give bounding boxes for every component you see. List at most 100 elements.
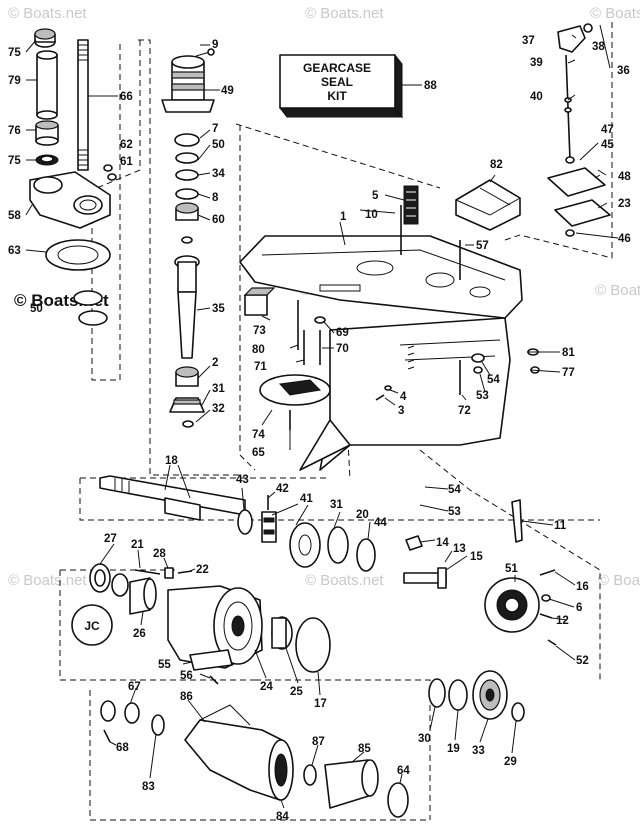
watermark: © Boats.net — [305, 572, 384, 589]
part-66-drive-shaft — [77, 39, 89, 171]
label-48: 48 — [618, 171, 631, 183]
label-50: 50 — [212, 139, 225, 151]
label-72: 72 — [458, 405, 471, 417]
label-84: 84 — [276, 811, 289, 823]
label-67: 67 — [128, 681, 141, 693]
label-82: 82 — [490, 159, 503, 171]
part-12-pin — [539, 613, 553, 619]
part-31-gear — [169, 397, 205, 413]
label-69: 69 — [336, 327, 349, 339]
label-2: 2 — [212, 357, 218, 369]
label-28: 28 — [153, 548, 166, 560]
label-6: 6 — [576, 602, 582, 614]
part-2-bearing — [175, 366, 199, 387]
label-68: 68 — [116, 742, 129, 754]
label-76: 76 — [8, 125, 21, 137]
label-63: 63 — [8, 245, 21, 257]
label-9: 9 — [212, 39, 218, 51]
seal-kit-line2: SEAL — [321, 75, 353, 89]
label-34: 34 — [212, 168, 225, 180]
part-11-lever — [511, 499, 523, 543]
label-26: 26 — [133, 628, 146, 640]
label-24: 24 — [260, 681, 273, 693]
label-50b: 50 — [30, 303, 43, 315]
svg-text:JC: JC — [84, 619, 100, 633]
label-41: 41 — [300, 493, 313, 505]
part-38-screw — [583, 23, 593, 33]
watermark: © Boats.net — [595, 282, 640, 299]
label-52: 52 — [576, 655, 589, 667]
label-64: 64 — [397, 765, 410, 777]
part-7-ring — [174, 133, 200, 147]
leader-lines — [25, 24, 619, 809]
part-15-shift-shaft — [403, 567, 447, 589]
label-49: 49 — [221, 85, 234, 97]
label-87: 87 — [312, 736, 325, 748]
label-23: 23 — [618, 198, 631, 210]
label-79: 79 — [8, 75, 21, 87]
part-52-pin — [547, 639, 557, 646]
label-35: 35 — [212, 303, 225, 315]
label-11: 11 — [554, 520, 567, 532]
part-73-anode — [243, 287, 276, 316]
part-74-trim-tab — [259, 374, 331, 406]
label-36: 36 — [617, 65, 630, 77]
label-75b: 75 — [8, 155, 21, 167]
label-20: 20 — [356, 509, 369, 521]
label-45: 45 — [601, 139, 614, 151]
label-15: 15 — [470, 551, 483, 563]
watermark: © Boats.net — [598, 572, 640, 589]
label-29: 29 — [504, 756, 517, 768]
part-23-gasket — [554, 199, 611, 227]
part-33-forward-gear — [472, 670, 508, 720]
seal-kit-line3: KIT — [327, 89, 347, 103]
label-42: 42 — [276, 483, 289, 495]
part-69-washer — [314, 316, 326, 324]
label-53b: 53 — [448, 506, 461, 518]
label-54b: 54 — [448, 484, 461, 496]
label-70: 70 — [336, 343, 349, 355]
label-66: 66 — [120, 91, 133, 103]
pump-column — [161, 48, 215, 428]
label-4: 4 — [400, 391, 407, 403]
label-44: 44 — [374, 517, 387, 529]
part-49-pump — [161, 55, 215, 113]
part-54-grommet — [471, 353, 485, 363]
label-85: 85 — [358, 743, 371, 755]
part-1-gearcase-housing — [239, 235, 523, 471]
label-73: 73 — [253, 325, 266, 337]
part-number-labels: 75 79 66 76 62 61 75 58 63 50 9 49 7 50 … — [8, 35, 631, 823]
label-43: 43 — [236, 474, 249, 486]
label-40: 40 — [530, 91, 543, 103]
label-55: 55 — [158, 659, 171, 671]
label-47: 47 — [601, 124, 614, 136]
label-37: 37 — [522, 35, 535, 47]
part-19-cup — [448, 679, 468, 711]
part-5-screen — [403, 185, 419, 225]
label-13: 13 — [453, 543, 466, 555]
label-25: 25 — [290, 686, 303, 698]
part-40-clip-b — [564, 107, 572, 113]
part-16-pin — [539, 569, 556, 576]
label-17: 17 — [314, 698, 327, 710]
label-75: 75 — [8, 47, 21, 59]
part-35-pinion-shaft — [174, 255, 200, 359]
part-79-tube — [36, 50, 58, 120]
label-27: 27 — [104, 533, 117, 545]
label-51: 51 — [505, 563, 518, 575]
part-82-cover — [455, 179, 521, 231]
part-clip — [181, 236, 193, 244]
label-88: 88 — [424, 80, 437, 92]
label-5: 5 — [372, 190, 379, 202]
part-75-seal — [34, 28, 56, 48]
part-75b-seal — [35, 154, 59, 166]
label-65: 65 — [252, 447, 265, 459]
label-46: 46 — [618, 233, 631, 245]
forward-gear-group — [428, 670, 525, 722]
watermark: © Boats.net — [305, 5, 384, 22]
part-9-screw — [195, 48, 215, 57]
label-56: 56 — [180, 670, 193, 682]
label-31: 31 — [212, 383, 225, 395]
label-8: 8 — [212, 192, 219, 204]
